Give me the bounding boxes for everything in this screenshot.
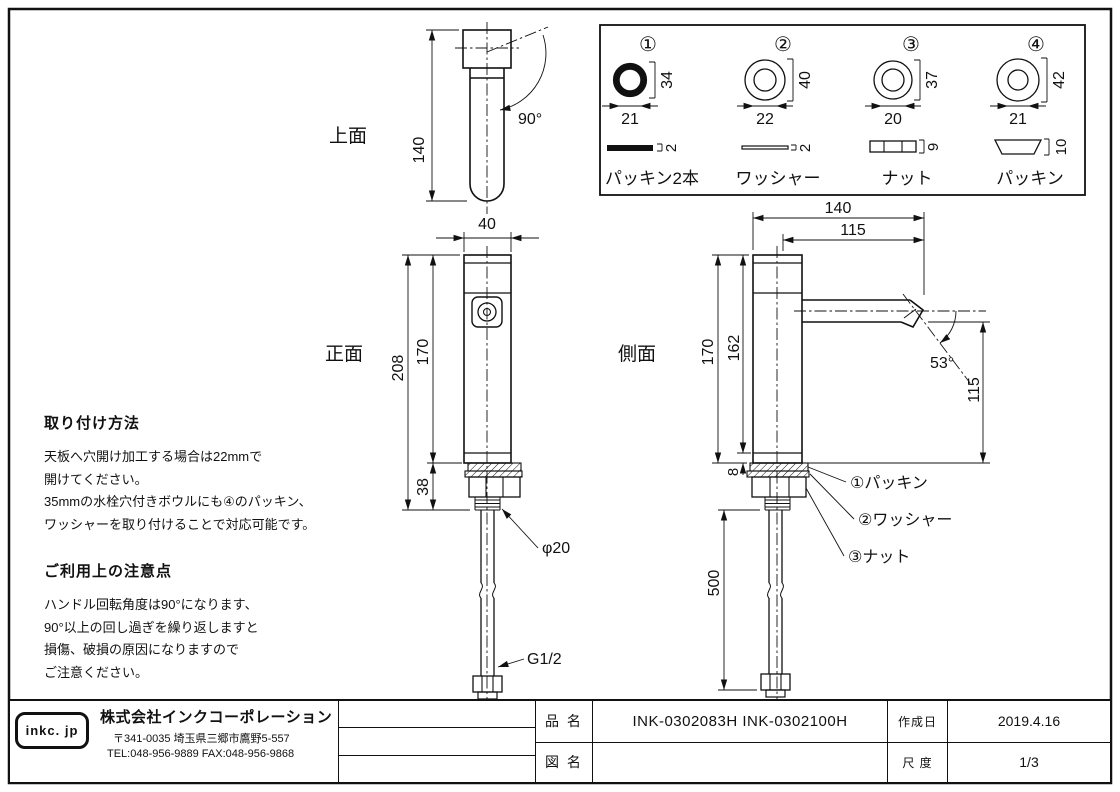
dim-handle-angle: 90° (518, 111, 542, 128)
view-label-top: 上面 (329, 125, 367, 147)
drawing-label: 図 名 (535, 741, 592, 782)
part1-num: ① (639, 34, 657, 56)
company-telfax: TEL:048-956-9889 FAX:048-956-9868 (107, 748, 295, 760)
revision-table (338, 701, 535, 782)
parts-box-geometry (599, 24, 1086, 196)
date-label: 作成日 (887, 701, 947, 742)
scale-label: 尺 度 (887, 741, 947, 782)
install-line: 35mmの水栓穴付きボウルにも④のパッキン、 (44, 494, 312, 509)
install-line: 天板へ穴開け加工する場合は22mmで (44, 449, 263, 464)
title-grid: 品 名 INK-0302083H INK-0302100H 作成日 2019.4… (535, 701, 1110, 782)
install-title: 取り付け方法 (44, 415, 141, 432)
part3-inner-dia: 20 (884, 111, 902, 128)
revision-row (339, 701, 535, 729)
part3-name: ナット (882, 169, 933, 188)
dim-front-body: 170 (415, 339, 432, 366)
notes-block: 取り付け方法 天板へ穴開け加工する場合は22mmで 開けてください。 35mmの… (44, 412, 389, 684)
company-logo: inkc. jp (15, 712, 89, 749)
dim-side-height-upper: 162 (726, 335, 743, 362)
dim-front-under: 38 (415, 478, 432, 496)
callout-packing: ①パッキン (850, 475, 928, 492)
callout-nut: ③ナット (848, 549, 910, 566)
install-line: 開けてください。 (44, 471, 148, 487)
part3-thickness: 9 (925, 143, 942, 151)
dim-side-reach-total: 140 (825, 200, 852, 217)
caution-line: ハンドル回転角度は90°になります、 (44, 597, 258, 612)
caution-line: 90°以上の回し過ぎを繰り返しますと (44, 619, 259, 635)
part1-inner-dia: 21 (621, 111, 639, 128)
caution-line: 損傷、破損の原因になりますので (44, 642, 240, 657)
dim-front-total: 208 (390, 355, 407, 382)
part2-inner-dia: 22 (756, 111, 774, 128)
part4-outer-dia: 42 (1051, 71, 1068, 89)
dim-spout-angle: 53° (930, 355, 954, 372)
revision-row (339, 728, 535, 756)
company-info: 株式会社インクコーポレーション 〒341-0035 埼玉県三郷市鷹野5-557 … (100, 706, 332, 760)
product-label: 品 名 (535, 701, 592, 742)
dim-thread: G1/2 (527, 651, 562, 668)
company-area: inkc. jp 株式会社インクコーポレーション 〒341-0035 埼玉県三郷… (10, 701, 338, 782)
company-address: 〒341-0035 埼玉県三郷市鷹野5-557 (113, 733, 290, 745)
drawing-value (592, 741, 887, 782)
install-line: ワッシャーを取り付けることで対応可能です。 (44, 516, 316, 532)
part4-inner-dia: 21 (1009, 111, 1027, 128)
part1-outer-dia: 34 (659, 71, 676, 89)
part4-name: パッキン (996, 169, 1064, 188)
part4-thickness: 10 (1053, 139, 1070, 156)
part2-name: ワッシャー (736, 169, 821, 188)
dim-body-width: 40 (478, 216, 496, 233)
dim-shank-dia: φ20 (542, 540, 570, 557)
dim-hose-length: 500 (706, 570, 723, 597)
top-view-geometry (426, 22, 549, 252)
dim-top-height: 140 (411, 137, 428, 164)
caution-title: ご利用上の注意点 (44, 563, 173, 580)
revision-row (339, 756, 535, 782)
dim-side-height-total: 170 (700, 339, 717, 366)
sheet-frame (7, 7, 1113, 785)
company-name: 株式会社インクコーポレーション (100, 709, 333, 726)
scale-value: 1/3 (947, 741, 1110, 782)
notes-spacer (44, 536, 389, 560)
part4-num: ④ (1027, 34, 1045, 56)
part2-num: ② (774, 34, 792, 56)
callout-washer: ②ワッシャー (858, 512, 952, 529)
view-label-front: 正面 (325, 344, 363, 365)
part2-outer-dia: 40 (797, 71, 814, 89)
part1-thickness: 2 (663, 144, 680, 152)
product-value: INK-0302083H INK-0302100H (592, 701, 887, 742)
dim-side-drop: 115 (966, 377, 983, 403)
part3-outer-dia: 37 (924, 71, 941, 89)
part3-num: ③ (902, 34, 920, 56)
date-value: 2019.4.16 (947, 701, 1110, 742)
front-view-geometry (402, 246, 539, 706)
dim-side-base: 8 (725, 468, 742, 476)
part1-name: パッキン2本 (605, 169, 699, 188)
title-block: inkc. jp 株式会社インクコーポレーション 〒341-0035 埼玉県三郷… (10, 699, 1110, 782)
caution-line: ご注意ください。 (44, 664, 149, 680)
dim-side-reach-spout: 115 (840, 222, 866, 239)
view-label-side: 側面 (618, 343, 656, 365)
side-view-geometry (712, 212, 990, 706)
part2-thickness: 2 (797, 144, 814, 152)
